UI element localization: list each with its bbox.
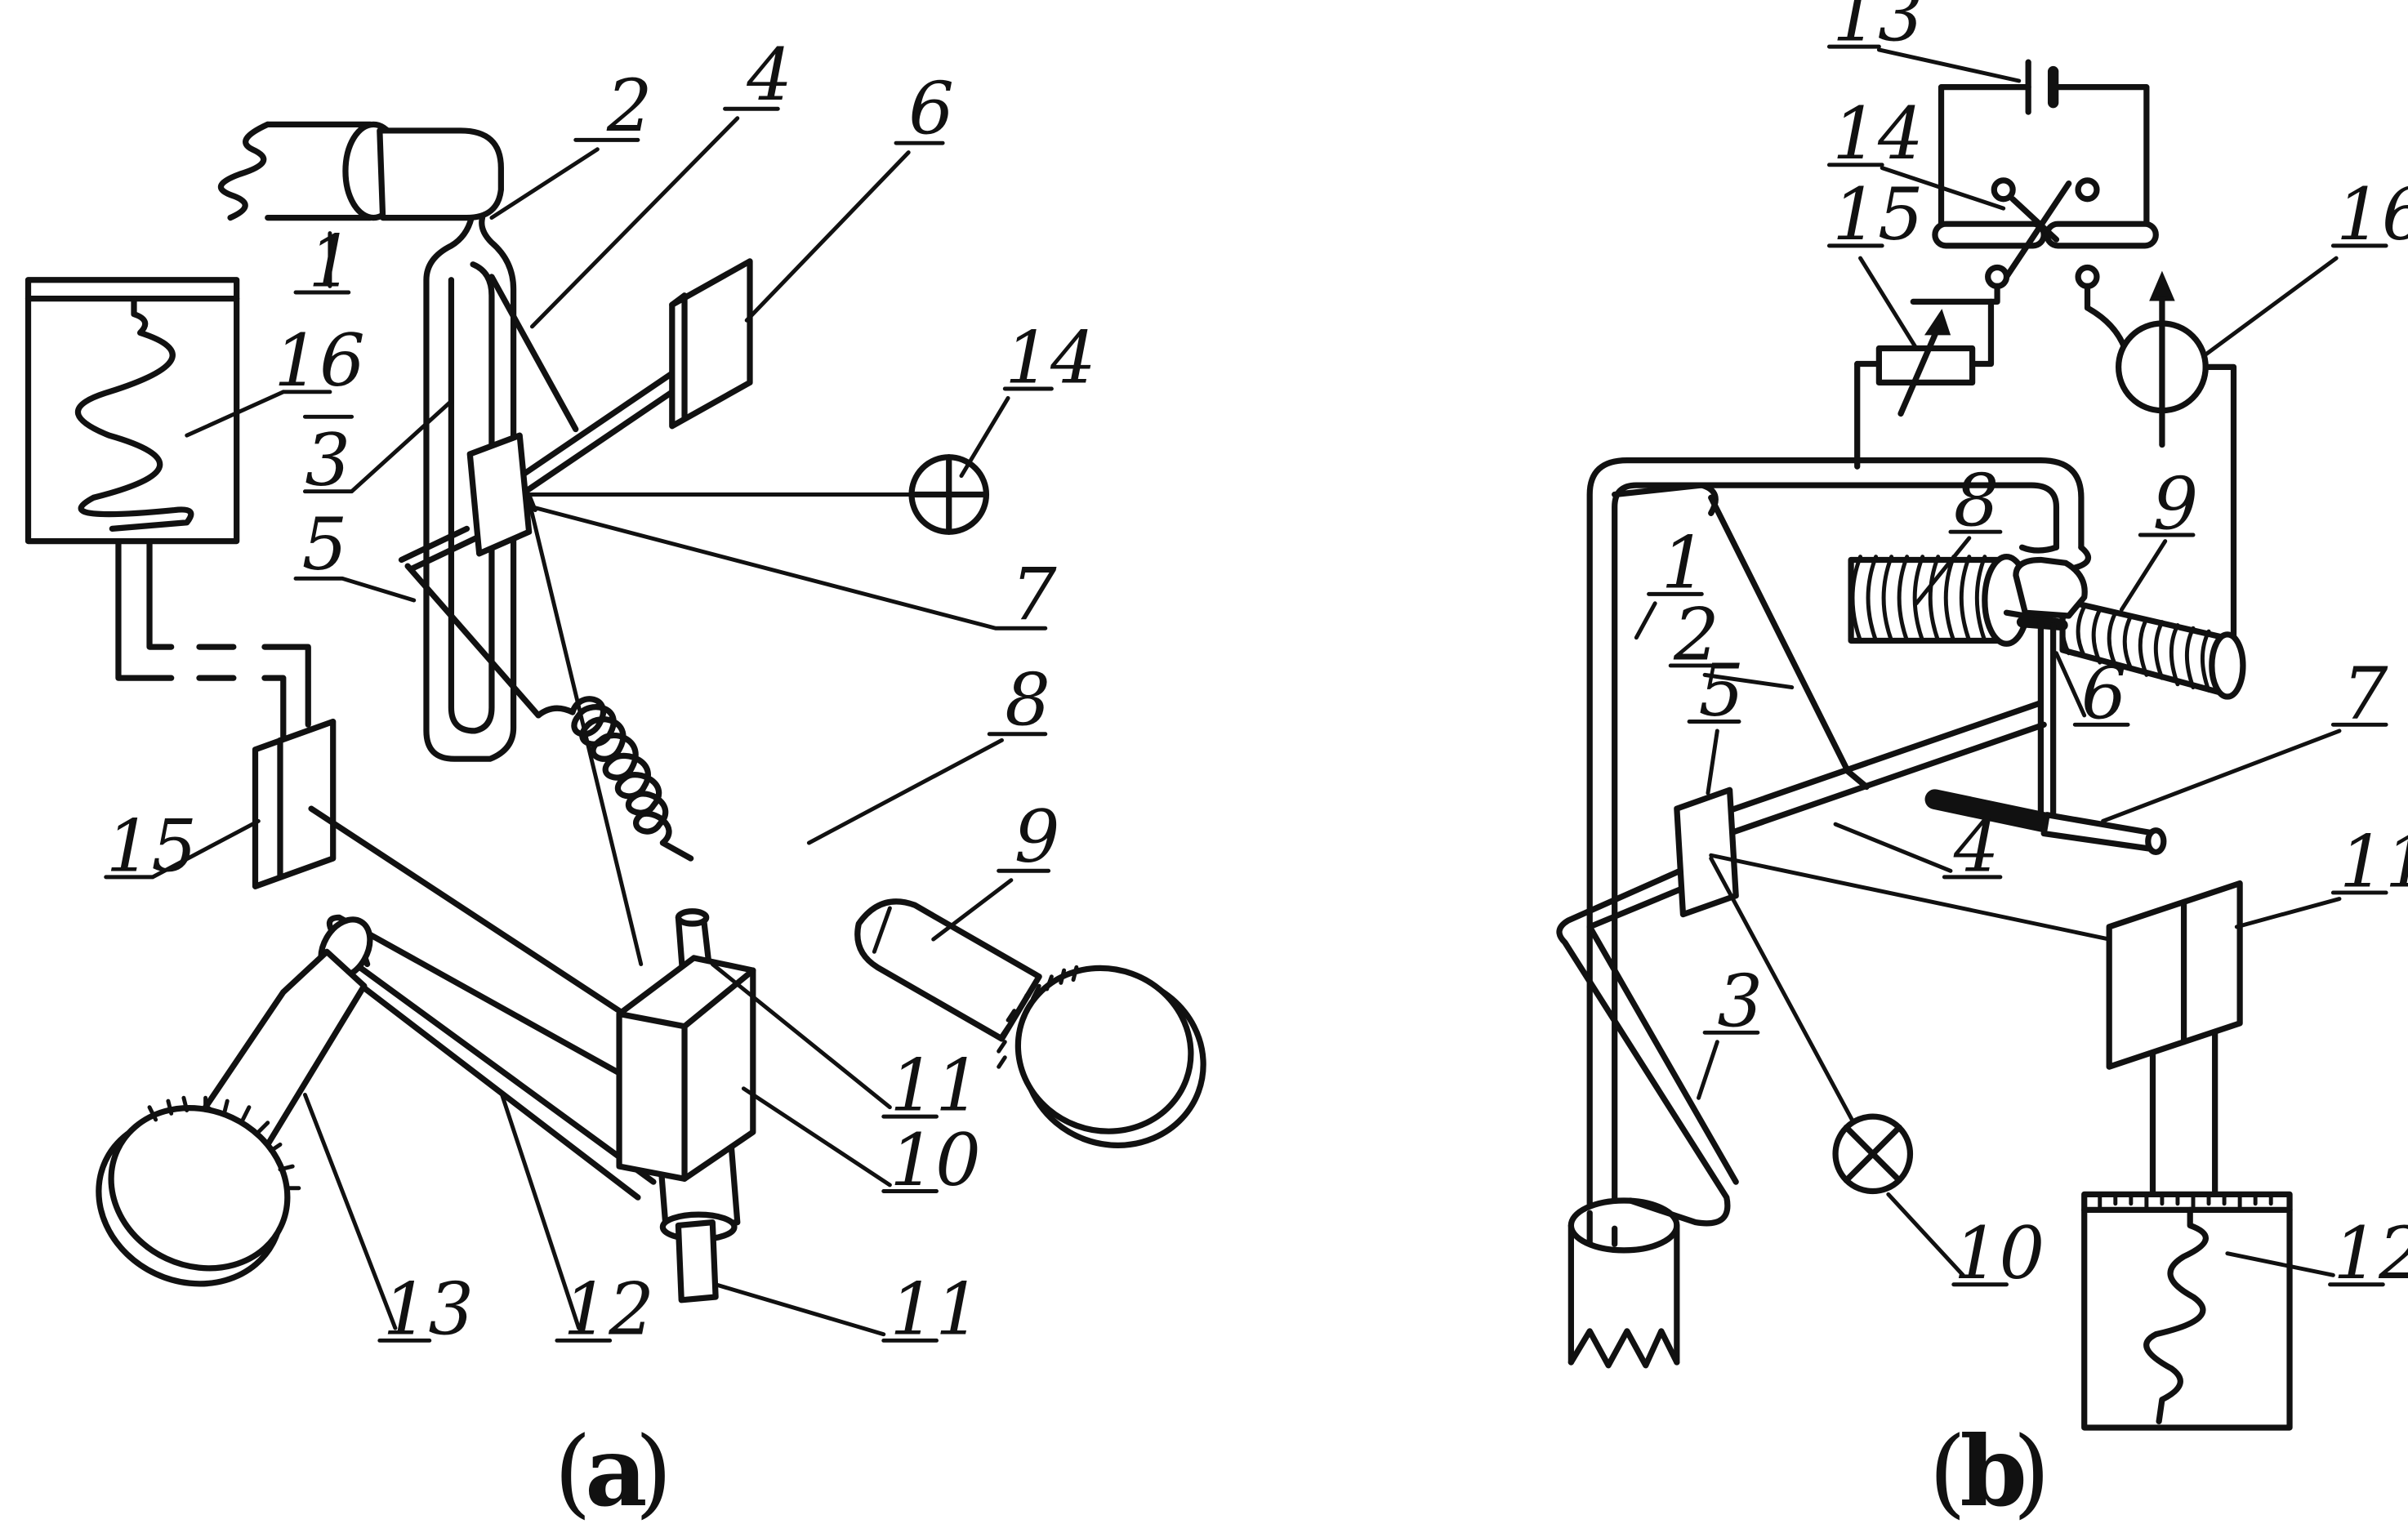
b-armature-6 (2003, 556, 2088, 827)
a-label-3: 3 (305, 419, 350, 502)
panel-b: 13 14 15 16 8 9 1 2 6 7 5 4 11 3 10 12 (… (1556, 0, 2408, 1524)
a-label-11-top: 11 (890, 1045, 980, 1128)
b-label-12: 12 (2333, 1212, 2408, 1295)
b-label-6: 6 (2081, 653, 2127, 736)
b-block-5 (1674, 787, 1739, 918)
b-label-10: 10 (1954, 1212, 2045, 1295)
a-label-11-bottom: 11 (890, 1268, 980, 1352)
a-arm-6 (513, 363, 684, 501)
b-caption-open: ( (1929, 1415, 1966, 1524)
b-label-5: 5 (1698, 649, 1744, 733)
a-mirror-7 (466, 432, 533, 557)
b-pedestal (1567, 1197, 1680, 1369)
b-label-11: 11 (2339, 820, 2408, 903)
a-cable (115, 538, 311, 741)
a-label-9: 9 (1014, 795, 1060, 879)
a-spring-8 (535, 696, 694, 862)
a-labels: 2 4 6 1 3 5 16 14 7 8 9 11 10 11 12 13 1… (104, 33, 1096, 1352)
a-label-7: 7 (1011, 553, 1057, 636)
b-label-3: 3 (1717, 960, 1763, 1044)
b-resistor-15 (1854, 298, 1995, 417)
b-labels: 13 14 15 16 8 9 1 2 6 7 5 4 11 3 10 12 (1634, 0, 2408, 1295)
b-label-2: 2 (1673, 593, 1719, 676)
a-label-1: 1 (308, 220, 354, 303)
b-circuit (1854, 59, 2159, 470)
a-screw-9 (854, 898, 1206, 1148)
a-label-4: 4 (746, 33, 792, 117)
a-arm-12 (308, 805, 657, 1201)
a-frame-tube (423, 214, 517, 762)
b-frame-1 (1586, 457, 2091, 1232)
a-label-12: 12 (564, 1268, 654, 1352)
a-label-16: 16 (274, 319, 364, 403)
b-rod-4 (1705, 700, 2047, 843)
a-rod-4 (488, 274, 579, 433)
a-label-5: 5 (302, 503, 348, 586)
b-caption: b (1960, 1415, 2027, 1524)
a-label-14: 14 (1005, 316, 1095, 399)
b-caption-close: ) (2013, 1415, 2050, 1524)
b-label-15: 15 (1832, 173, 1923, 256)
a-label-2: 2 (606, 65, 653, 148)
a-caption: a (585, 1415, 648, 1524)
b-meter-16 (2115, 270, 2237, 653)
b-label-4: 4 (1953, 804, 2000, 888)
b-coil-8 (1848, 554, 2031, 647)
a-label-6: 6 (908, 68, 954, 151)
b-label-7: 7 (2343, 653, 2388, 736)
a-rod-5 (398, 525, 542, 719)
a-label-15: 15 (106, 804, 197, 888)
b-label-1: 1 (1661, 522, 1707, 605)
b-label-9: 9 (2152, 462, 2198, 546)
a-label-8: 8 (1005, 658, 1050, 742)
a-sensor-15 (252, 718, 337, 889)
b-damper-7 (1924, 789, 2167, 856)
b-label-8: 8 (1954, 460, 2000, 543)
b-label-14: 14 (1832, 92, 1923, 176)
b-rod-3 (1556, 867, 1739, 1227)
a-plate-6 (669, 258, 753, 430)
a-label-10: 10 (890, 1119, 980, 1202)
a-block-10 (616, 955, 756, 1182)
b-label-13: 13 (1832, 0, 1923, 58)
a-pipe-1 (218, 121, 504, 221)
a-label-13: 13 (383, 1268, 474, 1352)
b-coil-9 (2059, 597, 2246, 700)
a-recorder-16 (25, 277, 240, 545)
a-caption-close: ) (635, 1415, 672, 1524)
a-caption-open: ( (554, 1415, 591, 1524)
a-lamp-14 (908, 454, 990, 535)
a-handle-13 (96, 916, 373, 1287)
b-rod-2 (1708, 494, 1851, 775)
b-recorder-12 (2081, 1191, 2293, 1431)
b-label-16: 16 (2336, 173, 2408, 256)
panel-a: 2 4 6 1 3 5 16 14 7 8 9 11 10 11 12 13 1… (25, 33, 1206, 1524)
b-lamp-10 (1832, 1113, 1914, 1195)
b-light-beam (1709, 853, 2111, 1138)
b-sensor-11 (2106, 880, 2243, 1195)
